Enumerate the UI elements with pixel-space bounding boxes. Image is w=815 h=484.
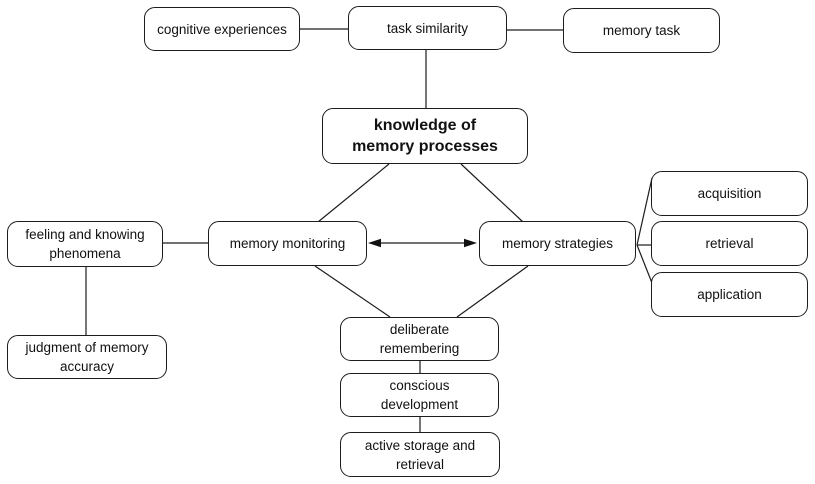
arrowhead-right-icon xyxy=(464,238,477,248)
node-judgment-of-memory-accuracy: judgment of memory accuracy xyxy=(7,335,167,379)
node-label-line-1: feeling and knowing xyxy=(25,227,145,242)
node-label: acquisition xyxy=(697,186,762,201)
node-label: cognitive experiences xyxy=(157,21,287,37)
node-acquisition: acquisition xyxy=(651,171,808,216)
node-label-line-2: development xyxy=(380,397,459,412)
arrowhead-left-icon xyxy=(368,238,381,248)
node-label-line-2: phenomena xyxy=(49,246,121,261)
node-label: memory monitoring xyxy=(229,236,346,251)
node-label: memory task xyxy=(602,23,681,38)
edge-knowledge-memory-monitoring xyxy=(317,163,390,223)
node-label-line-1: judgment of memory xyxy=(25,340,149,355)
node-label-line-1: conscious xyxy=(389,378,450,393)
node-application: application xyxy=(651,272,808,317)
node-label-line-2: memory processes xyxy=(352,138,498,155)
node-label: memory strategies xyxy=(501,236,614,251)
node-knowledge-of-memory-processes: knowledge of memory processes xyxy=(322,108,528,164)
node-task-similarity: task similarity xyxy=(348,6,507,50)
node-label-line-2: retrieval xyxy=(395,456,444,472)
edge-monitoring-deliberate xyxy=(314,265,391,318)
node-memory-strategies: memory strategies xyxy=(479,221,636,266)
node-label-line-1: knowledge of xyxy=(373,117,477,134)
node-label-line-2: remembering xyxy=(379,341,460,356)
edge-strategies-acquisition xyxy=(636,177,653,246)
node-active-storage-and-retrieval: active storage and retrieval xyxy=(340,432,500,477)
node-deliberate-remembering: deliberate remembering xyxy=(340,317,499,361)
node-label-line-1: deliberate xyxy=(389,322,450,337)
node-label-line-2: accuracy xyxy=(59,359,115,374)
node-label: application xyxy=(697,287,762,302)
node-feeling-and-knowing-phenomena: feeling and knowing phenomena xyxy=(7,221,163,267)
node-label: retrieval xyxy=(705,236,754,251)
node-label: task similarity xyxy=(386,20,468,36)
node-retrieval: retrieval xyxy=(651,221,808,266)
node-memory-monitoring: memory monitoring xyxy=(208,221,367,266)
edge-strategies-application xyxy=(636,244,653,284)
node-memory-task: memory task xyxy=(563,8,720,53)
edge-knowledge-memory-strategies xyxy=(460,163,524,223)
node-conscious-development: conscious development xyxy=(340,373,499,417)
node-label-line-1: active storage and xyxy=(364,437,476,453)
node-cognitive-experiences: cognitive experiences xyxy=(144,7,300,51)
edge-strategies-deliberate xyxy=(456,265,529,318)
